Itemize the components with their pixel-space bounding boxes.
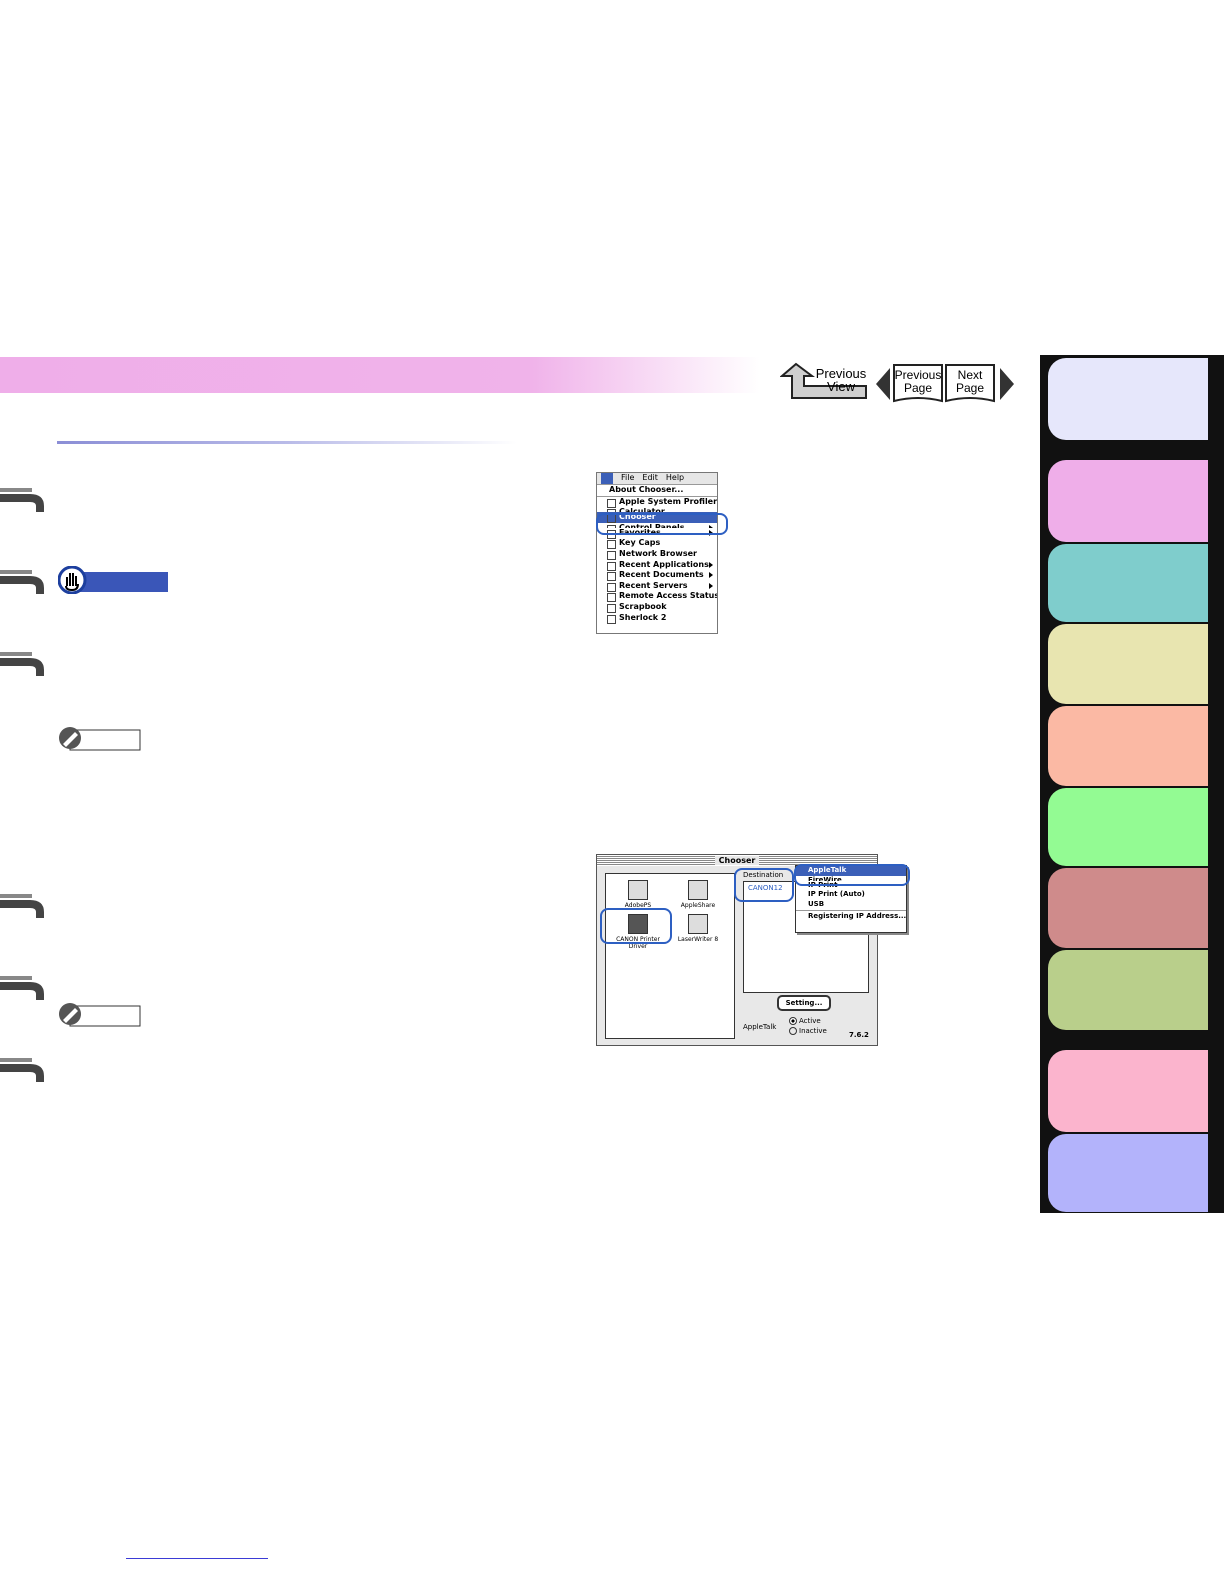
- next-page-label: Next Page: [955, 368, 985, 395]
- step-marker: [0, 564, 46, 594]
- chapter-tab-8[interactable]: [1048, 950, 1208, 1030]
- app-icon: [607, 561, 616, 571]
- important-hand-icon: [57, 565, 170, 595]
- book-page-left-icon: [893, 364, 943, 403]
- apple-icon: [601, 473, 613, 484]
- submenu-arrow-icon: [709, 572, 713, 579]
- next-arrow-icon[interactable]: [1000, 368, 1014, 400]
- version-label: 7.6.2: [849, 1031, 869, 1039]
- book-page-right-icon: [945, 364, 995, 403]
- menu-item: Sherlock 2: [597, 613, 717, 624]
- previous-page-button[interactable]: Previous Page: [892, 363, 944, 403]
- app-icon: [607, 498, 616, 508]
- driver-appleshare: AppleShare: [668, 880, 728, 909]
- popup-separator: [796, 910, 906, 911]
- chapter-tab-3[interactable]: [1048, 544, 1208, 622]
- chooser-title-bar: Chooser: [597, 855, 877, 866]
- menu-item: Control Panels: [597, 523, 717, 528]
- printer-icon: [628, 880, 648, 900]
- popup-item: USB: [808, 899, 825, 908]
- menu-item: Scrapbook: [597, 602, 717, 613]
- step-marker: [0, 888, 46, 918]
- app-icon: [607, 540, 616, 550]
- menu-item: Apple System Profiler: [597, 497, 717, 508]
- chooser-title: Chooser: [714, 856, 760, 865]
- appletalk-highlight-ring: [794, 864, 910, 886]
- back-arrow-icon: [780, 362, 867, 399]
- submenu-arrow-icon: [709, 529, 713, 536]
- menu-item: Recent Servers: [597, 581, 717, 592]
- chapter-tab-6[interactable]: [1048, 788, 1208, 866]
- app-icon: [607, 582, 616, 592]
- menu-item: Calculator: [597, 507, 717, 513]
- step-marker: [0, 1052, 46, 1082]
- chapter-tab-10[interactable]: [1048, 1134, 1208, 1212]
- next-page-button[interactable]: Next Page: [944, 363, 996, 403]
- canon-driver-highlight-ring: [600, 908, 672, 944]
- note-pencil-icon: [58, 1002, 142, 1028]
- menu-file: File: [621, 473, 635, 482]
- popup-item: FireWire: [808, 875, 842, 881]
- destination-highlight-ring: [734, 868, 794, 902]
- menu-item: Network Browser: [597, 549, 717, 560]
- apple-menu-screenshot: File Edit Help About Chooser...Apple Sys…: [596, 472, 718, 634]
- submenu-arrow-icon: [709, 524, 713, 528]
- chooser-window-screenshot: Chooser AdobePS AppleShare CANON Printer…: [596, 854, 907, 1046]
- previous-arrow-icon[interactable]: [876, 368, 890, 400]
- driver-adobeps: AdobePS: [608, 880, 668, 909]
- app-icon: [607, 603, 616, 613]
- printer-icon: [688, 914, 708, 934]
- chapter-tab-1[interactable]: [1048, 358, 1208, 440]
- app-icon: [607, 509, 616, 513]
- chapter-tab-9[interactable]: [1048, 1050, 1208, 1132]
- server-icon: [688, 880, 708, 900]
- previous-view-label: Previous View: [815, 366, 867, 394]
- header-band: [0, 357, 760, 393]
- destination-label: Destination: [743, 871, 784, 879]
- chapter-tab-2[interactable]: [1048, 460, 1208, 542]
- menu-item: Recent Documents: [597, 570, 717, 582]
- driver-list: AdobePS AppleShare CANON Printer Driver …: [605, 873, 735, 1039]
- submenu-arrow-icon: [709, 582, 713, 589]
- popup-item: Registering IP Address...: [808, 912, 907, 920]
- app-icon: [607, 550, 616, 560]
- active-radio: Active: [789, 1017, 821, 1025]
- chapter-tab-7[interactable]: [1048, 868, 1208, 948]
- step-marker: [0, 970, 46, 1000]
- app-icon: [607, 593, 616, 603]
- menu-item: Recent Applications: [597, 560, 717, 571]
- menu-item: Key Caps: [597, 538, 717, 550]
- driver-laserwriter: LaserWriter 8: [668, 914, 728, 943]
- app-icon: [607, 614, 616, 624]
- destination-value: CANON12: [748, 884, 783, 892]
- menu-edit: Edit: [642, 473, 658, 482]
- previous-page-label: Previous Page: [894, 368, 942, 395]
- chapter-tab-4[interactable]: [1048, 624, 1208, 704]
- popup-item: IP Print (Auto): [808, 890, 865, 898]
- chapter-tab-5[interactable]: [1048, 706, 1208, 786]
- step-marker: [0, 646, 46, 676]
- submenu-arrow-icon: [709, 561, 713, 568]
- step-marker: [0, 482, 46, 512]
- printer-icon: [628, 914, 648, 934]
- note-pencil-icon: [58, 726, 142, 752]
- menu-item: Remote Access Status: [597, 591, 717, 603]
- popup-item: AppleTalk: [796, 866, 906, 876]
- driver-canon: CANON Printer Driver: [608, 914, 668, 950]
- appletalk-label: AppleTalk: [743, 1023, 777, 1031]
- app-icon: [607, 572, 616, 582]
- menu-bar: File Edit Help: [597, 473, 717, 485]
- footer-link-underline: [126, 1558, 268, 1559]
- menu-help: Help: [665, 473, 685, 482]
- previous-view-button[interactable]: Previous View: [780, 360, 876, 404]
- app-icon: [607, 524, 616, 528]
- chooser-highlight-ring: [596, 513, 728, 535]
- menu-item: About Chooser...: [597, 485, 717, 497]
- section-title-underline: [57, 441, 517, 444]
- setting-button: Setting...: [777, 995, 831, 1011]
- inactive-radio: Inactive: [789, 1027, 827, 1035]
